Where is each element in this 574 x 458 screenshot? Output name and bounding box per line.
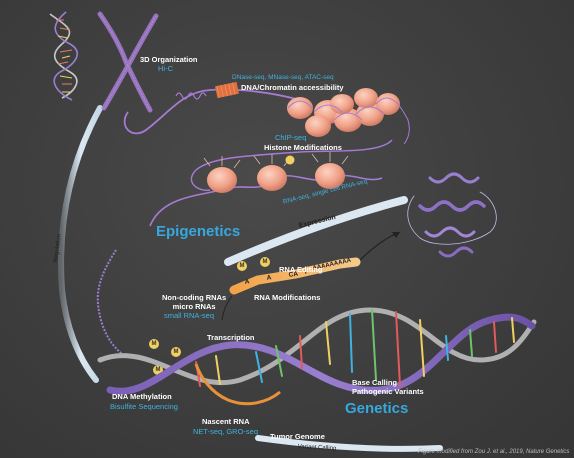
chromatin-coil (175, 92, 207, 100)
histone-mark (285, 155, 295, 165)
rna-mods-label: RNA Modifications (254, 293, 321, 302)
nucleosome-cluster (287, 88, 410, 145)
chromatin-fiber (123, 88, 301, 135)
rna-mark-m1: M (239, 263, 245, 269)
histone-title: Histone Modifications (264, 143, 342, 152)
nascent-rna (194, 363, 281, 406)
processing-arrow (221, 295, 233, 321)
expression-band (224, 196, 408, 266)
ncrna-title: Non-coding RNAs micro RNAs (162, 293, 227, 311)
genetics-heading: Genetics (345, 400, 409, 417)
methyl-mark-m1: M (151, 341, 157, 347)
rna-letter-2: A (266, 274, 272, 282)
variant-calling-band (255, 435, 443, 452)
rna-letter-1: A (244, 278, 250, 286)
rna-mark-m2: M (262, 259, 268, 265)
nascent-method: NET-seq, GRO-seq (193, 427, 259, 436)
protein-structure (407, 172, 497, 258)
epigenetics-heading: Epigenetics (156, 223, 241, 240)
dna-helix-top (49, 11, 78, 101)
base-calling-label: Base Calling Pathogenic Variants (352, 378, 424, 396)
chromatin-fiber-2 (190, 139, 393, 191)
methylation-method: Bisulfite Sequencing (110, 402, 178, 411)
mrna-strip (229, 257, 361, 295)
methylation-title: DNA Methylation (112, 392, 172, 401)
rna-marks (237, 257, 270, 271)
org-3d-method: Hi-C (158, 64, 173, 73)
access-methods: DNase-seq, MNase-seq, ATAC-seq (232, 74, 334, 81)
chromosome (97, 11, 159, 113)
rna-editing-label: RNA Editing (279, 265, 323, 274)
translation-arrow (357, 231, 401, 263)
variant-calling-label: Variant Calling (297, 443, 337, 453)
methylation-marks (149, 339, 181, 375)
ncrna-method: small RNA-seq (164, 311, 215, 320)
methyl-mark-m3: M (155, 367, 161, 373)
tumor-genome-label: Tumor Genome (270, 432, 325, 441)
chromatin-lower (96, 249, 129, 359)
methyl-mark-m2: M (173, 349, 179, 355)
histone-row (149, 152, 383, 227)
figure-caption: Figure modified from Zou J. et al., 2019… (418, 449, 570, 455)
regulation-band (58, 105, 103, 383)
transcription-label: Transcription (207, 333, 255, 342)
nascent-title: Nascent RNA (202, 417, 250, 426)
org-3d-title: 3D Organization (140, 55, 198, 64)
access-title: DNA/Chromatin accessibility (241, 83, 344, 92)
dna-helix-main (97, 307, 537, 395)
histone-method: ChIP-seq (275, 133, 307, 142)
